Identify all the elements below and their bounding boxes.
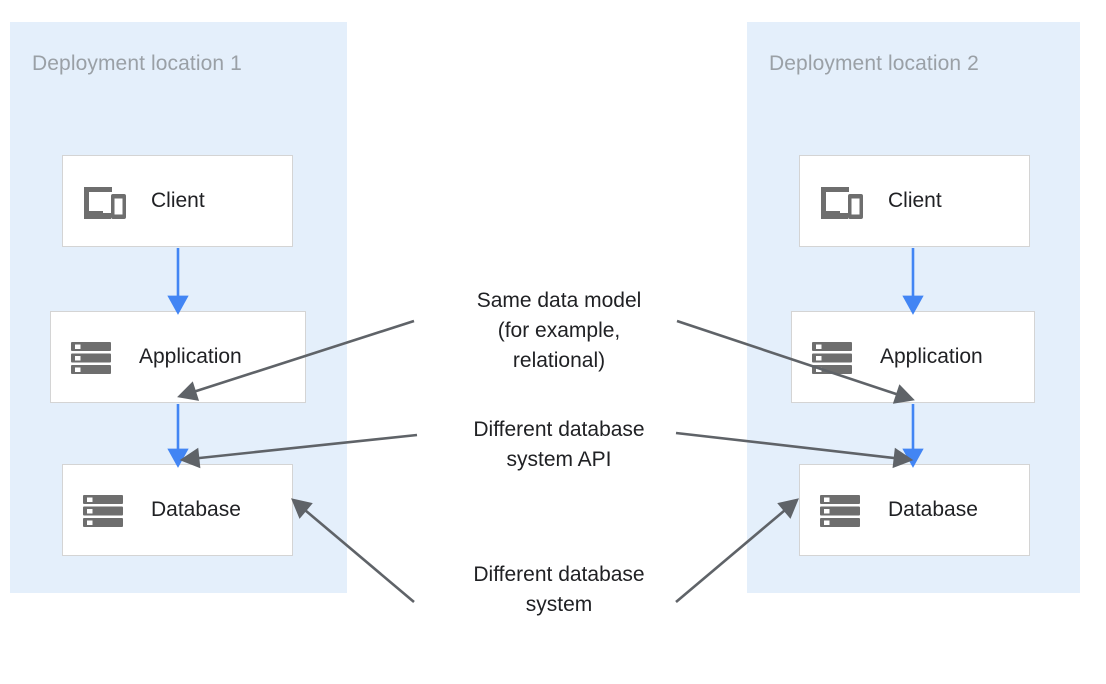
node-client-1-label: Client — [151, 189, 205, 212]
annotation-same-data-model: Same data model (for example, relational… — [476, 289, 642, 372]
zone-2-title: Deployment location 2 — [769, 52, 979, 75]
node-database-2[interactable]: Database — [799, 464, 1030, 556]
node-application-2[interactable]: Application — [791, 311, 1035, 403]
node-database-1-label: Database — [151, 498, 241, 521]
node-database-1[interactable]: Database — [62, 464, 293, 556]
node-client-1[interactable]: Client — [62, 155, 293, 247]
server-icon — [79, 486, 127, 534]
server-icon — [808, 333, 856, 381]
devices-icon — [816, 177, 864, 225]
node-database-2-label: Database — [888, 498, 978, 521]
node-application-1-label: Application — [139, 345, 242, 368]
server-icon — [816, 486, 864, 534]
node-application-1[interactable]: Application — [50, 311, 306, 403]
node-client-2[interactable]: Client — [799, 155, 1030, 247]
server-icon — [67, 333, 115, 381]
annotation-different-database-system: Different database system — [473, 563, 645, 616]
node-application-2-label: Application — [880, 345, 983, 368]
zone-1-title: Deployment location 1 — [32, 52, 242, 75]
annotation-different-database-system-api: Different database system API — [473, 418, 645, 471]
node-client-2-label: Client — [888, 189, 942, 212]
devices-icon — [79, 177, 127, 225]
